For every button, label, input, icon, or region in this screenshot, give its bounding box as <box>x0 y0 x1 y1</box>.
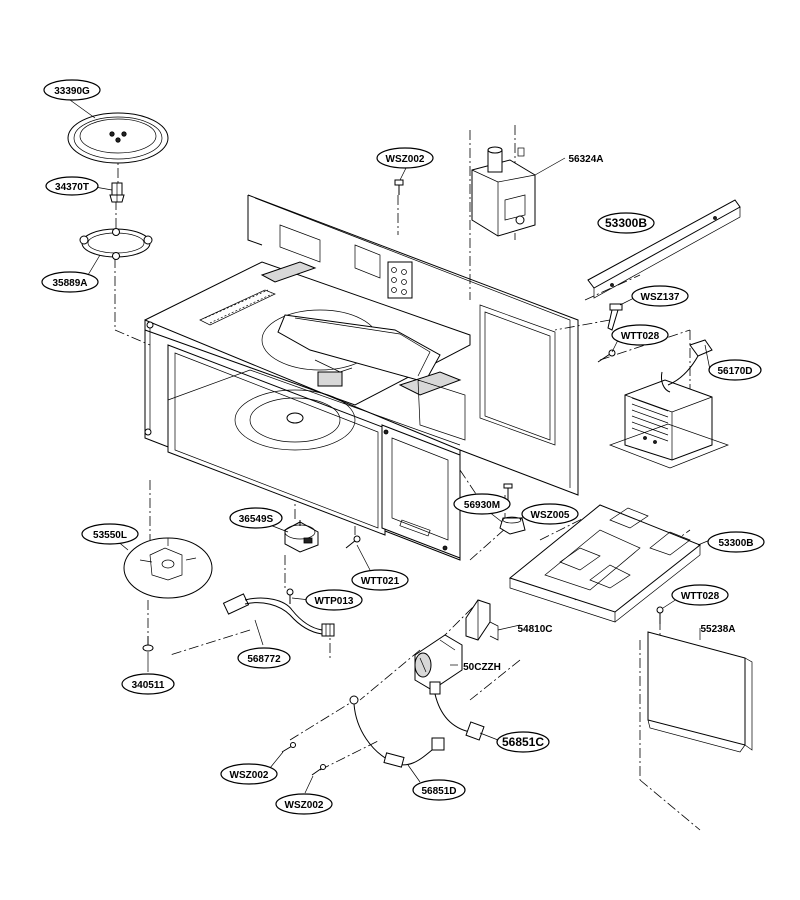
svg-text:WSZ002: WSZ002 <box>230 770 269 781</box>
svg-text:WTT028: WTT028 <box>621 331 660 342</box>
label-33390G: 33390G <box>43 79 101 101</box>
svg-text:WTT021: WTT021 <box>361 576 400 587</box>
svg-text:53550L: 53550L <box>93 530 127 541</box>
svg-text:56324A: 56324A <box>568 154 603 165</box>
wire-56851c <box>429 681 485 741</box>
svg-text:WTP013: WTP013 <box>315 596 354 607</box>
screw-wtt021 <box>345 535 361 549</box>
turntable-glass-tray <box>67 112 169 164</box>
washer-340511 <box>142 636 154 652</box>
svg-text:36549S: 36549S <box>239 514 274 525</box>
hv-transformer <box>608 339 730 469</box>
label-WSZ005: WSZ005 <box>521 503 579 525</box>
svg-text:56930M: 56930M <box>464 500 500 511</box>
label-WSZ002-a: WSZ002 <box>220 763 278 785</box>
svg-text:568772: 568772 <box>247 654 281 665</box>
svg-text:WTT028: WTT028 <box>681 591 720 602</box>
label-WTT028-mid: WTT028 <box>671 584 729 606</box>
label-53300B-top: 53300B <box>597 212 655 234</box>
label-53300B-mid: 53300B <box>707 531 765 553</box>
hv-capacitor <box>414 634 463 691</box>
svg-text:56851C: 56851C <box>502 735 544 749</box>
wire-harness-568772 <box>222 593 335 637</box>
label-56851D: 56851D <box>412 779 466 801</box>
svg-text:WSZ005: WSZ005 <box>531 510 570 521</box>
label-WSZ137: WSZ137 <box>631 285 689 307</box>
roller-ring <box>79 228 153 260</box>
turntable-support <box>123 537 213 599</box>
screw-bottom-a <box>281 742 296 753</box>
turntable-motor <box>284 520 319 553</box>
turntable-coupler <box>109 182 125 203</box>
svg-text:53300B: 53300B <box>718 538 753 549</box>
svg-text:50CZZH: 50CZZH <box>463 662 501 673</box>
label-54810C: 54810C <box>517 624 552 635</box>
label-WSZ002-b: WSZ002 <box>275 793 333 815</box>
svg-text:56851D: 56851D <box>421 786 456 797</box>
svg-text:34370T: 34370T <box>55 182 89 193</box>
screw-wtt028-top <box>597 349 616 363</box>
svg-text:WSZ137: WSZ137 <box>641 292 680 303</box>
label-50CZZH: 50CZZH <box>463 662 501 673</box>
label-568772: 568772 <box>237 647 291 669</box>
screw-bottom-b <box>311 764 326 776</box>
magnetron <box>471 146 536 237</box>
label-35889A: 35889A <box>41 271 99 293</box>
base-plate <box>508 504 701 623</box>
label-36549S: 36549S <box>229 507 283 529</box>
svg-text:WSZ002: WSZ002 <box>386 154 425 165</box>
label-53550L: 53550L <box>81 523 139 545</box>
label-56851C: 56851C <box>496 731 550 753</box>
vent-rail-top <box>587 199 741 299</box>
thermostat <box>499 483 526 535</box>
label-55238A: 55238A <box>700 624 735 635</box>
bolt-wsz137 <box>607 303 623 331</box>
leader-lines <box>69 99 711 794</box>
label-WTT028-top: WTT028 <box>611 324 669 346</box>
label-WTP013: WTP013 <box>305 589 363 611</box>
label-56930M: 56930M <box>453 493 511 515</box>
svg-text:WSZ002: WSZ002 <box>285 800 324 811</box>
svg-text:33390G: 33390G <box>54 86 90 97</box>
wire-56851d <box>349 695 445 768</box>
side-cover-panel <box>647 631 753 753</box>
label-WSZ002-top: WSZ002 <box>376 147 434 169</box>
label-340511: 340511 <box>121 673 175 695</box>
screw-top <box>394 179 404 195</box>
label-56170D: 56170D <box>708 359 762 381</box>
label-34370T: 34370T <box>45 176 99 196</box>
svg-text:55238A: 55238A <box>700 624 735 635</box>
svg-text:54810C: 54810C <box>517 624 552 635</box>
capacitor-bracket <box>465 599 499 641</box>
svg-text:56170D: 56170D <box>717 366 752 377</box>
screw-wtt028-mid <box>656 606 664 624</box>
svg-text:35889A: 35889A <box>52 278 87 289</box>
label-56324A: 56324A <box>568 154 603 165</box>
screw-wtp013 <box>286 588 294 604</box>
oven-cavity-chassis <box>144 194 579 561</box>
svg-text:53300B: 53300B <box>605 216 647 230</box>
svg-text:340511: 340511 <box>132 680 165 691</box>
label-WTT021: WTT021 <box>351 569 409 591</box>
